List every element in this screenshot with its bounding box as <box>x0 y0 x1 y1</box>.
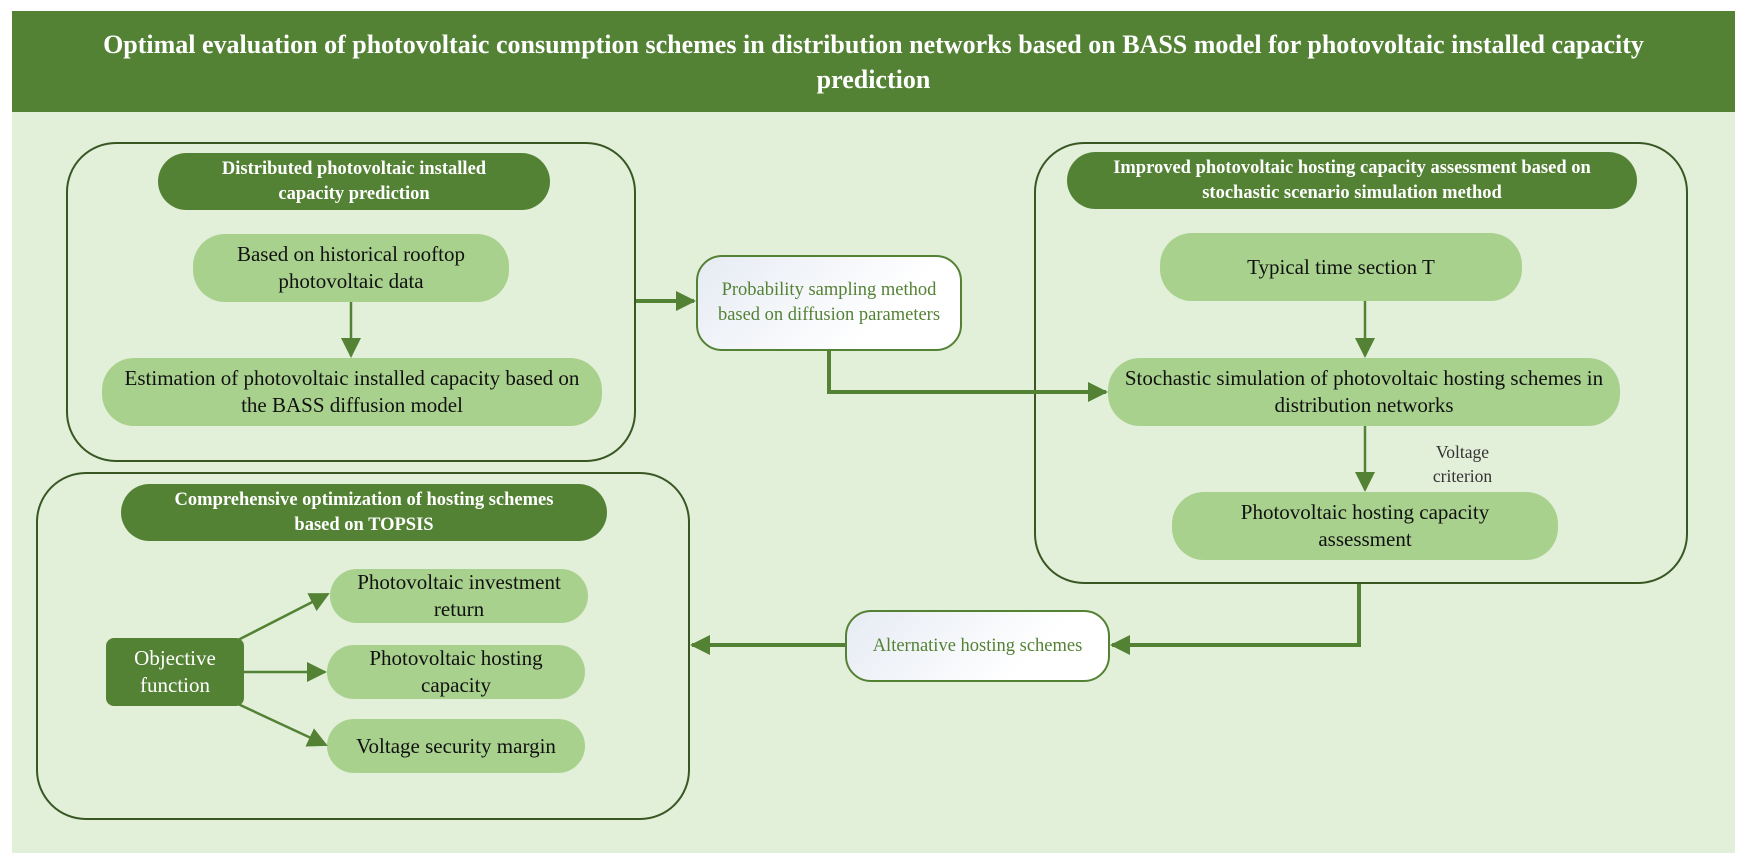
node-objective-function: Objective function <box>106 638 244 706</box>
group-prediction-heading: Distributed photovoltaic installed capac… <box>158 153 550 210</box>
group-optimization-heading: Comprehensive optimization of hosting sc… <box>121 484 607 541</box>
edge-label-voltage-criterion: Voltage criterion <box>1432 442 1493 486</box>
node-typical-time-section: Typical time section T <box>1160 233 1522 301</box>
group-prediction <box>66 142 636 462</box>
diagram-title-text: Optimal evaluation of photovoltaic consu… <box>103 29 1644 94</box>
node-objective-voltage-margin: Voltage security margin <box>327 719 585 773</box>
node-objective-hosting-capacity: Photovoltaic hosting capacity <box>327 645 585 699</box>
node-probability-sampling: Probability sampling method based on dif… <box>696 255 962 351</box>
node-historical-data: Based on historical rooftop photovoltaic… <box>193 234 509 302</box>
node-alternative-hosting-schemes: Alternative hosting schemes <box>845 610 1110 682</box>
node-objective-investment-return: Photovoltaic investment return <box>330 569 588 623</box>
group-optimization <box>36 472 690 820</box>
group-hosting-heading: Improved photovoltaic hosting capacity a… <box>1067 152 1637 209</box>
node-stochastic-simulation: Stochastic simulation of photovoltaic ho… <box>1108 358 1620 426</box>
diagram-title: Optimal evaluation of photovoltaic consu… <box>12 11 1735 112</box>
node-bass-estimation: Estimation of photovoltaic installed cap… <box>102 358 602 426</box>
node-hosting-capacity-assessment: Photovoltaic hosting capacity assessment <box>1172 492 1558 560</box>
